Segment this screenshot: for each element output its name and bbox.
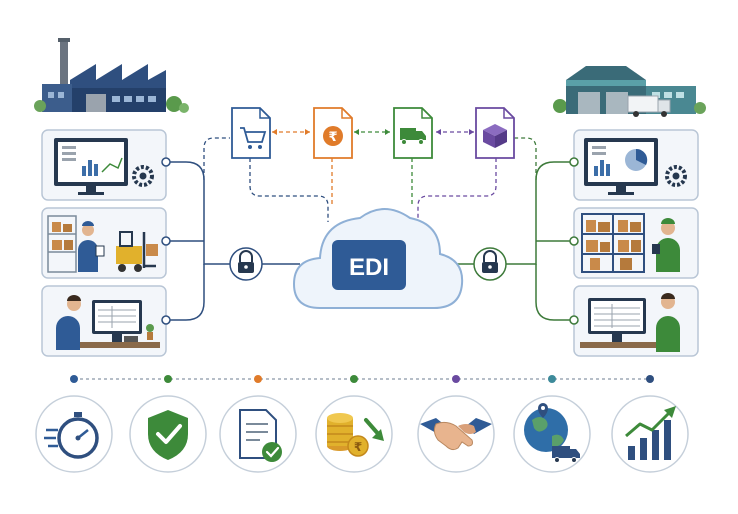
buyer-lock-icon [229, 247, 263, 281]
globe-delivery-icon [513, 395, 591, 473]
left-panel-erp-monitor [41, 129, 167, 201]
left-panel-office-worker [41, 285, 167, 357]
right-panel-office-worker [573, 285, 699, 357]
handshake-icon [417, 395, 495, 473]
left-panel-warehouse-worker [41, 207, 167, 279]
timeline-dots [70, 375, 654, 383]
factory-illustration [34, 38, 189, 113]
document-arrow-heads [272, 129, 474, 135]
coins-rupee-icon: ₹ [315, 395, 393, 473]
supplier-lock-icon [473, 247, 507, 281]
edi-hub [332, 240, 406, 290]
connector-nodes [161, 157, 579, 325]
shipping-truck-icon [393, 107, 433, 159]
edi-label: EDI [349, 254, 389, 281]
warehouse-illustration [553, 66, 706, 117]
growth-chart-icon [611, 395, 689, 473]
svg-text:₹: ₹ [354, 440, 362, 454]
right-panel-warehouse-worker [573, 207, 699, 279]
inventory-box-icon [475, 107, 515, 159]
buyer-connectors [166, 161, 300, 321]
right-panel-analytics-monitor [573, 129, 699, 201]
document-connectors [203, 131, 537, 222]
invoice-rupee-icon: ₹ [313, 107, 353, 159]
purchase-order-cart-icon [231, 107, 271, 159]
approved-document-icon [219, 395, 297, 473]
stopwatch-icon [35, 395, 113, 473]
shield-check-icon [129, 395, 207, 473]
svg-text:₹: ₹ [328, 130, 337, 145]
